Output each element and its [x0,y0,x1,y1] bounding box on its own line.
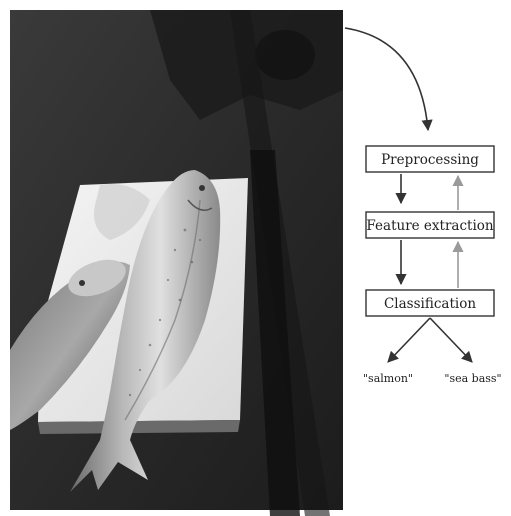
processing-pipeline: Preprocessing Feature extraction Classif… [344,27,502,385]
feature-extraction-box [365,211,495,239]
machinery-detail [255,30,315,80]
classification-box [365,289,495,317]
fish-photo [10,10,343,516]
salmon-gill [187,199,213,211]
sea-bass-eye [79,280,85,286]
salmon-output-label: "salmon" [363,372,413,385]
salmon-fish [70,170,221,492]
background-fish [94,184,150,240]
salmon-eye [199,185,205,191]
salmon-speckles [128,228,202,397]
sea-bass-output-label: "sea bass" [444,372,501,385]
camera-to-pipeline-arrow [344,27,433,132]
board-shadow [38,420,240,434]
preprocessing-box [365,145,495,173]
preprocessing-label: Preprocessing [381,152,479,168]
sea-bass-head [68,259,126,297]
salmon-output-arrow [387,317,431,363]
sea-bass-output-arrow [429,317,473,363]
sea-bass-fish [10,261,130,430]
salmon-lateral-line [124,199,201,421]
classification-label: Classification [384,296,476,312]
conveyor-belt-edge [250,150,300,516]
feature-extraction-label: Feature extraction [366,218,493,234]
